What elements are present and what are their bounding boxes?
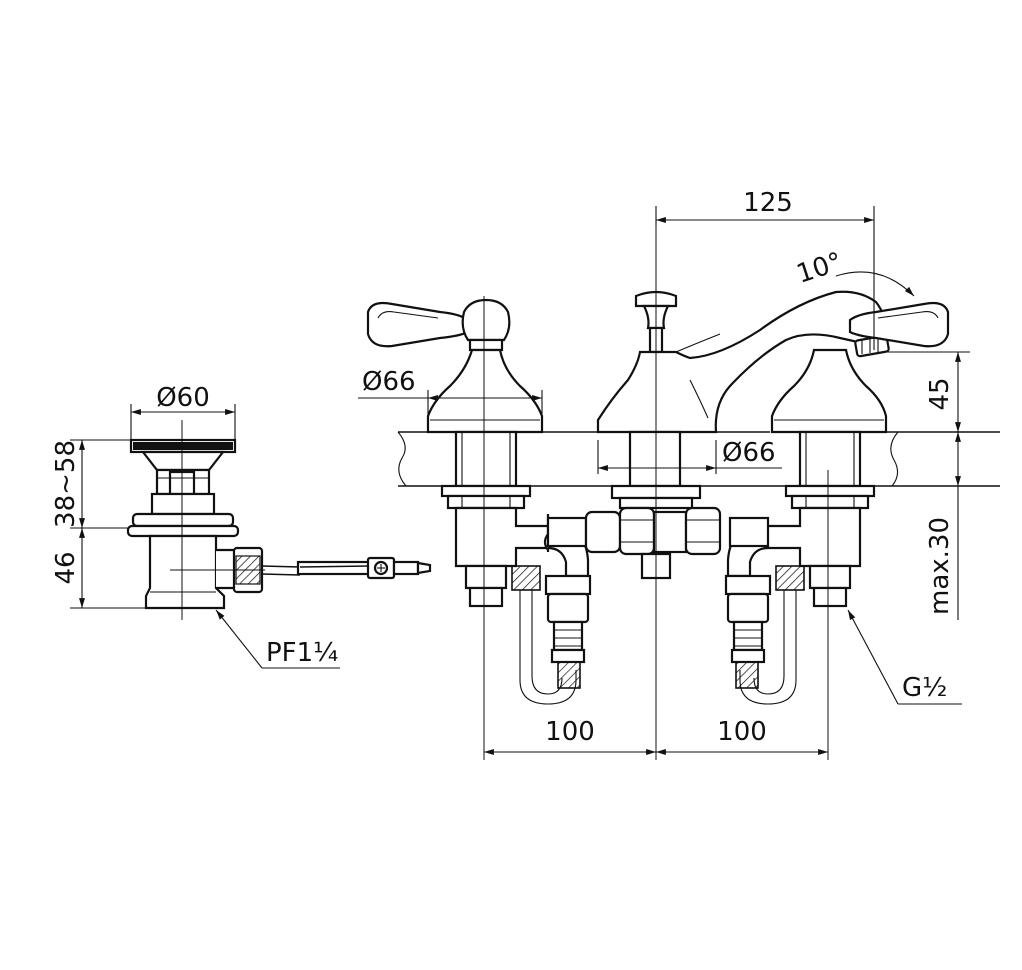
drain-body-height-label: 46 <box>51 551 81 584</box>
left-lever-handle <box>366 301 470 348</box>
body-height-label: 45 <box>925 377 955 410</box>
drain-assembly <box>126 420 432 620</box>
drain-thread-label: PF1¼ <box>266 638 338 668</box>
inlet-thread-label: G½ <box>902 673 947 703</box>
hole-diameter-label: Ø66 <box>722 438 776 468</box>
left-spacing-label: 100 <box>545 717 595 747</box>
angle-label: 10° <box>793 247 846 290</box>
left-valve <box>366 296 622 760</box>
drain-diameter-label: Ø60 <box>156 383 210 413</box>
spread-label: 125 <box>743 188 793 218</box>
countertop-deck <box>397 431 1000 487</box>
right-spacing-label: 100 <box>717 717 767 747</box>
drain-height-adjust-label: 38~58 <box>51 440 81 528</box>
drain-dimensions: Ø60 38~58 46 PF1¼ <box>51 383 340 669</box>
handle-diameter-label: Ø66 <box>362 367 416 397</box>
faucet-dimensions: 125 10° Ø66 Ø66 45 max.30 G½ 100 100 <box>358 188 970 755</box>
right-valve <box>724 301 950 760</box>
spout-body <box>596 206 890 760</box>
deck-thickness-label: max.30 <box>925 517 955 615</box>
spout <box>596 290 887 434</box>
